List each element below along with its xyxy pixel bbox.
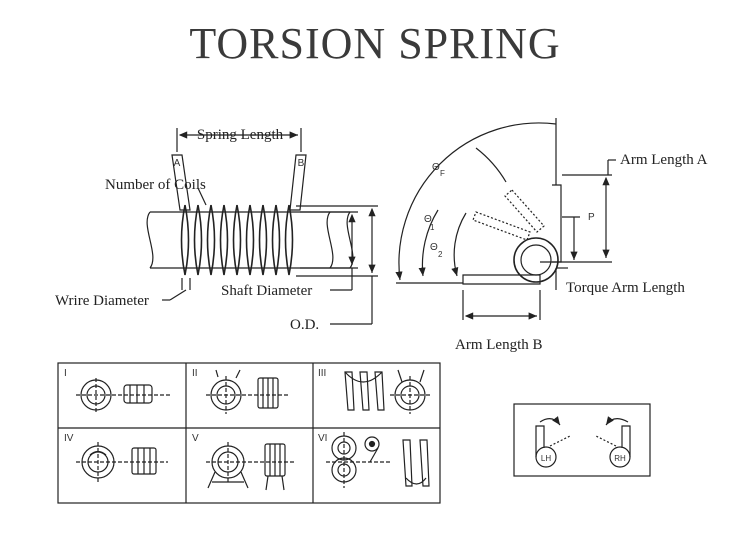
- p-label: P: [588, 212, 595, 223]
- rh-label: RH: [614, 454, 626, 463]
- theta-1-sub: 1: [430, 223, 435, 232]
- end-type-vi-label: VI: [318, 433, 327, 444]
- theta-2-sub: 2: [438, 250, 443, 259]
- end-type-v-drawing: [206, 442, 296, 491]
- theta-f-sub: F: [440, 169, 445, 178]
- end-type-ii-drawing: [206, 369, 290, 414]
- winding-direction-box: [513, 403, 651, 477]
- end-types-grid: [57, 362, 441, 504]
- spring-side-view: [146, 128, 378, 325]
- theta-2: Θ: [430, 242, 438, 253]
- arm-b-tag: B: [298, 158, 305, 169]
- arm-length-b-label: Arm Length B: [455, 337, 543, 353]
- spring-length-label: Spring Length: [197, 127, 284, 143]
- wire-diameter-label: Wrire Diameter: [55, 293, 149, 309]
- end-type-i-label: I: [64, 368, 67, 379]
- shaft-diameter-label: Shaft Diameter: [221, 283, 312, 299]
- number-of-coils-label: Number of Coils: [105, 177, 206, 193]
- torque-arm-length-label: Torque Arm Length: [566, 280, 685, 296]
- coil-group: [180, 204, 294, 276]
- od-label: O.D.: [290, 317, 319, 333]
- end-type-vi-drawing: [326, 432, 430, 488]
- end-type-ii-label: II: [192, 368, 198, 379]
- theta-1: Θ: [424, 214, 432, 225]
- spring-end-view: [395, 118, 616, 320]
- page-title: TORSION SPRING: [189, 19, 561, 68]
- shaft: [150, 211, 350, 269]
- arm-b: [289, 154, 307, 211]
- arm-a: [171, 154, 191, 211]
- end-type-i-drawing: [76, 378, 170, 412]
- arm-length-a-label: Arm Length A: [620, 152, 708, 168]
- end-type-iv-label: IV: [64, 433, 74, 444]
- arm-a-tag: A: [174, 158, 181, 169]
- end-type-iv-drawing: [76, 442, 168, 484]
- end-type-iii-label: III: [318, 368, 326, 379]
- theta-f: Θ: [432, 162, 440, 173]
- end-type-iii-drawing: [344, 369, 432, 414]
- end-type-v-label: V: [192, 433, 199, 444]
- lh-label: LH: [541, 454, 551, 463]
